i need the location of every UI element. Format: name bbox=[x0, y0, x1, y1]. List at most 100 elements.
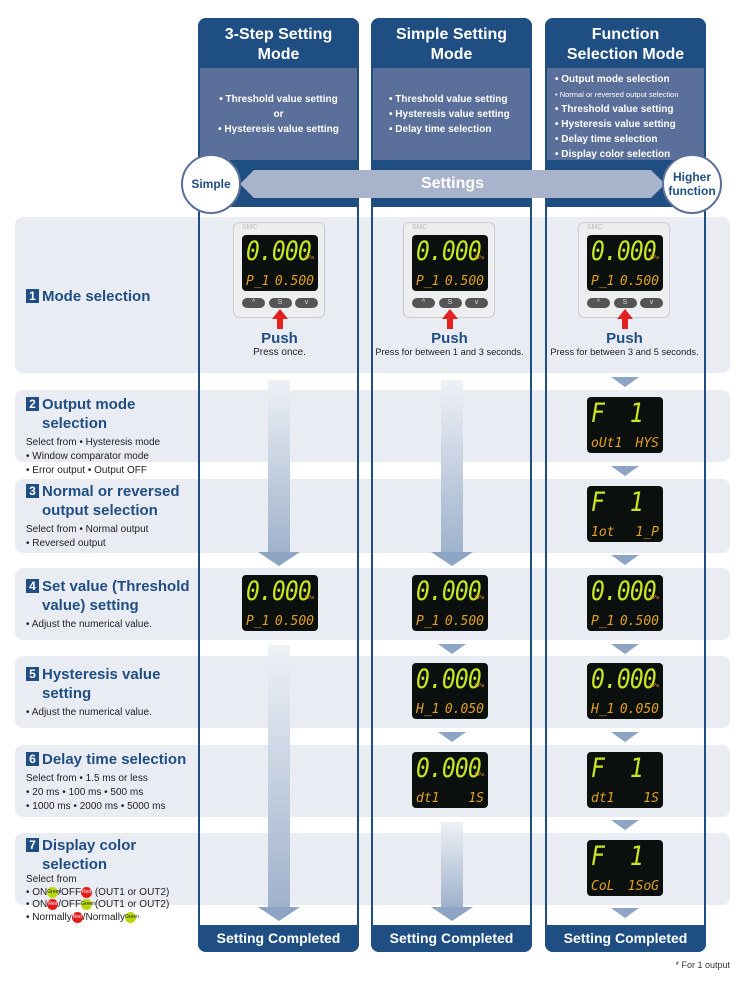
mode-item: • Delay time selection bbox=[555, 134, 658, 145]
display-main-value: 0.000 bbox=[416, 664, 482, 695]
display-main-value: F 1 bbox=[591, 841, 644, 872]
mode-item: • Normal or reversed output selection bbox=[555, 90, 679, 99]
step-desc: (OUT1 or OUT2) bbox=[94, 886, 170, 898]
flow-arrow-icon bbox=[431, 380, 473, 566]
step-number: 6 bbox=[26, 752, 39, 766]
red-badge: Red bbox=[71, 911, 83, 923]
down-triangle-icon bbox=[611, 644, 639, 654]
brand-logo: SMC bbox=[587, 224, 603, 231]
display-main-value: 0.000 bbox=[416, 576, 482, 607]
down-button[interactable]: v bbox=[295, 298, 318, 308]
step-number: 5 bbox=[26, 667, 39, 681]
display-unit: MPa bbox=[649, 683, 659, 689]
set-button[interactable]: S bbox=[438, 298, 462, 308]
mode-item: • Output mode selection bbox=[555, 74, 670, 85]
step-title: Set value (Threshold value) setting bbox=[42, 578, 190, 614]
push-arrow-icon bbox=[271, 309, 288, 319]
display-unit: MPa bbox=[474, 683, 484, 689]
display-sub-value: 0.050 bbox=[444, 702, 484, 717]
setting-completed-simple: Setting Completed bbox=[371, 925, 532, 952]
footnote: * For 1 output bbox=[675, 960, 730, 970]
brand-logo: SMC bbox=[412, 224, 428, 231]
down-triangle-icon bbox=[611, 555, 639, 565]
set-button[interactable]: S bbox=[268, 298, 292, 308]
push-label: Push bbox=[606, 330, 643, 347]
step-desc: • Adjust the numerical value. bbox=[26, 619, 152, 630]
display-sub-label: P_1 bbox=[246, 614, 270, 629]
step-number: 2 bbox=[26, 397, 39, 411]
display-sub-value: 1S bbox=[468, 791, 484, 806]
mode-item: • Display color selection bbox=[555, 149, 671, 160]
down-triangle-icon bbox=[611, 908, 639, 918]
mode-title: Simple Setting Mode bbox=[395, 26, 508, 63]
display-unit: MPa bbox=[474, 772, 484, 778]
display-unit: MPa bbox=[304, 595, 314, 601]
display-sub-value: 0.500 bbox=[274, 274, 314, 289]
push-note: Press once. bbox=[253, 347, 306, 358]
display-main-value: 0.000 bbox=[416, 753, 482, 784]
flow-arrow-icon bbox=[258, 645, 300, 921]
down-button[interactable]: v bbox=[465, 298, 488, 308]
down-triangle-icon bbox=[438, 732, 466, 742]
display-sub-value: 0.500 bbox=[619, 614, 659, 629]
display-sub-label: oUt1 bbox=[591, 436, 623, 451]
up-button[interactable]: ^ bbox=[412, 298, 435, 308]
up-button[interactable]: ^ bbox=[587, 298, 610, 308]
step-number: 7 bbox=[26, 838, 39, 852]
down-button[interactable]: v bbox=[640, 298, 663, 308]
display-sub-value: 1S bbox=[643, 791, 659, 806]
display-sub-value: 1SoG bbox=[627, 879, 659, 894]
step-desc: • Reversed output bbox=[26, 538, 106, 549]
settings-arrow-band: Settings bbox=[240, 170, 665, 198]
step-desc: (OUT1 or OUT2) bbox=[94, 899, 170, 910]
red-badge: Red bbox=[47, 899, 59, 910]
down-triangle-icon bbox=[438, 644, 466, 654]
step-desc: • ON bbox=[26, 899, 48, 910]
display-unit: MPa bbox=[649, 255, 659, 261]
mode-item: • Hysteresis value setting bbox=[555, 119, 676, 130]
display-sub-label: dt1 bbox=[591, 791, 615, 806]
display-sub-value: 0.500 bbox=[444, 274, 484, 289]
step-title: Output mode selection bbox=[42, 396, 136, 432]
step-desc: • Normally bbox=[26, 911, 72, 923]
display-sub-label: P_1 bbox=[591, 274, 615, 289]
step-desc: /Normally bbox=[82, 911, 125, 923]
step-title: Display color selection bbox=[42, 837, 137, 873]
push-label: Push bbox=[431, 330, 468, 347]
mode-item: • Hysteresis value setting bbox=[389, 108, 510, 120]
setting-completed-function: Setting Completed bbox=[545, 925, 706, 952]
brand-logo: SMC bbox=[242, 224, 258, 231]
step-desc: /OFF bbox=[58, 886, 82, 898]
step-number: 3 bbox=[26, 484, 39, 498]
step-title: Normal or reversed output selection bbox=[42, 483, 180, 519]
set-button[interactable]: S bbox=[613, 298, 637, 308]
mode-title: Function Selection Mode bbox=[566, 26, 685, 63]
step-number: 1 bbox=[26, 289, 39, 303]
green-badge: Green bbox=[47, 886, 61, 898]
step-desc: • Window comparator mode bbox=[26, 451, 149, 462]
up-button[interactable]: ^ bbox=[242, 298, 265, 308]
simple-circle: Simple bbox=[181, 154, 241, 214]
step-title: Hysteresis value setting bbox=[42, 666, 161, 702]
display-main-value: F 1 bbox=[591, 398, 644, 429]
mode-item: • Threshold value setting bbox=[555, 104, 674, 115]
push-arrow-icon bbox=[441, 309, 458, 319]
